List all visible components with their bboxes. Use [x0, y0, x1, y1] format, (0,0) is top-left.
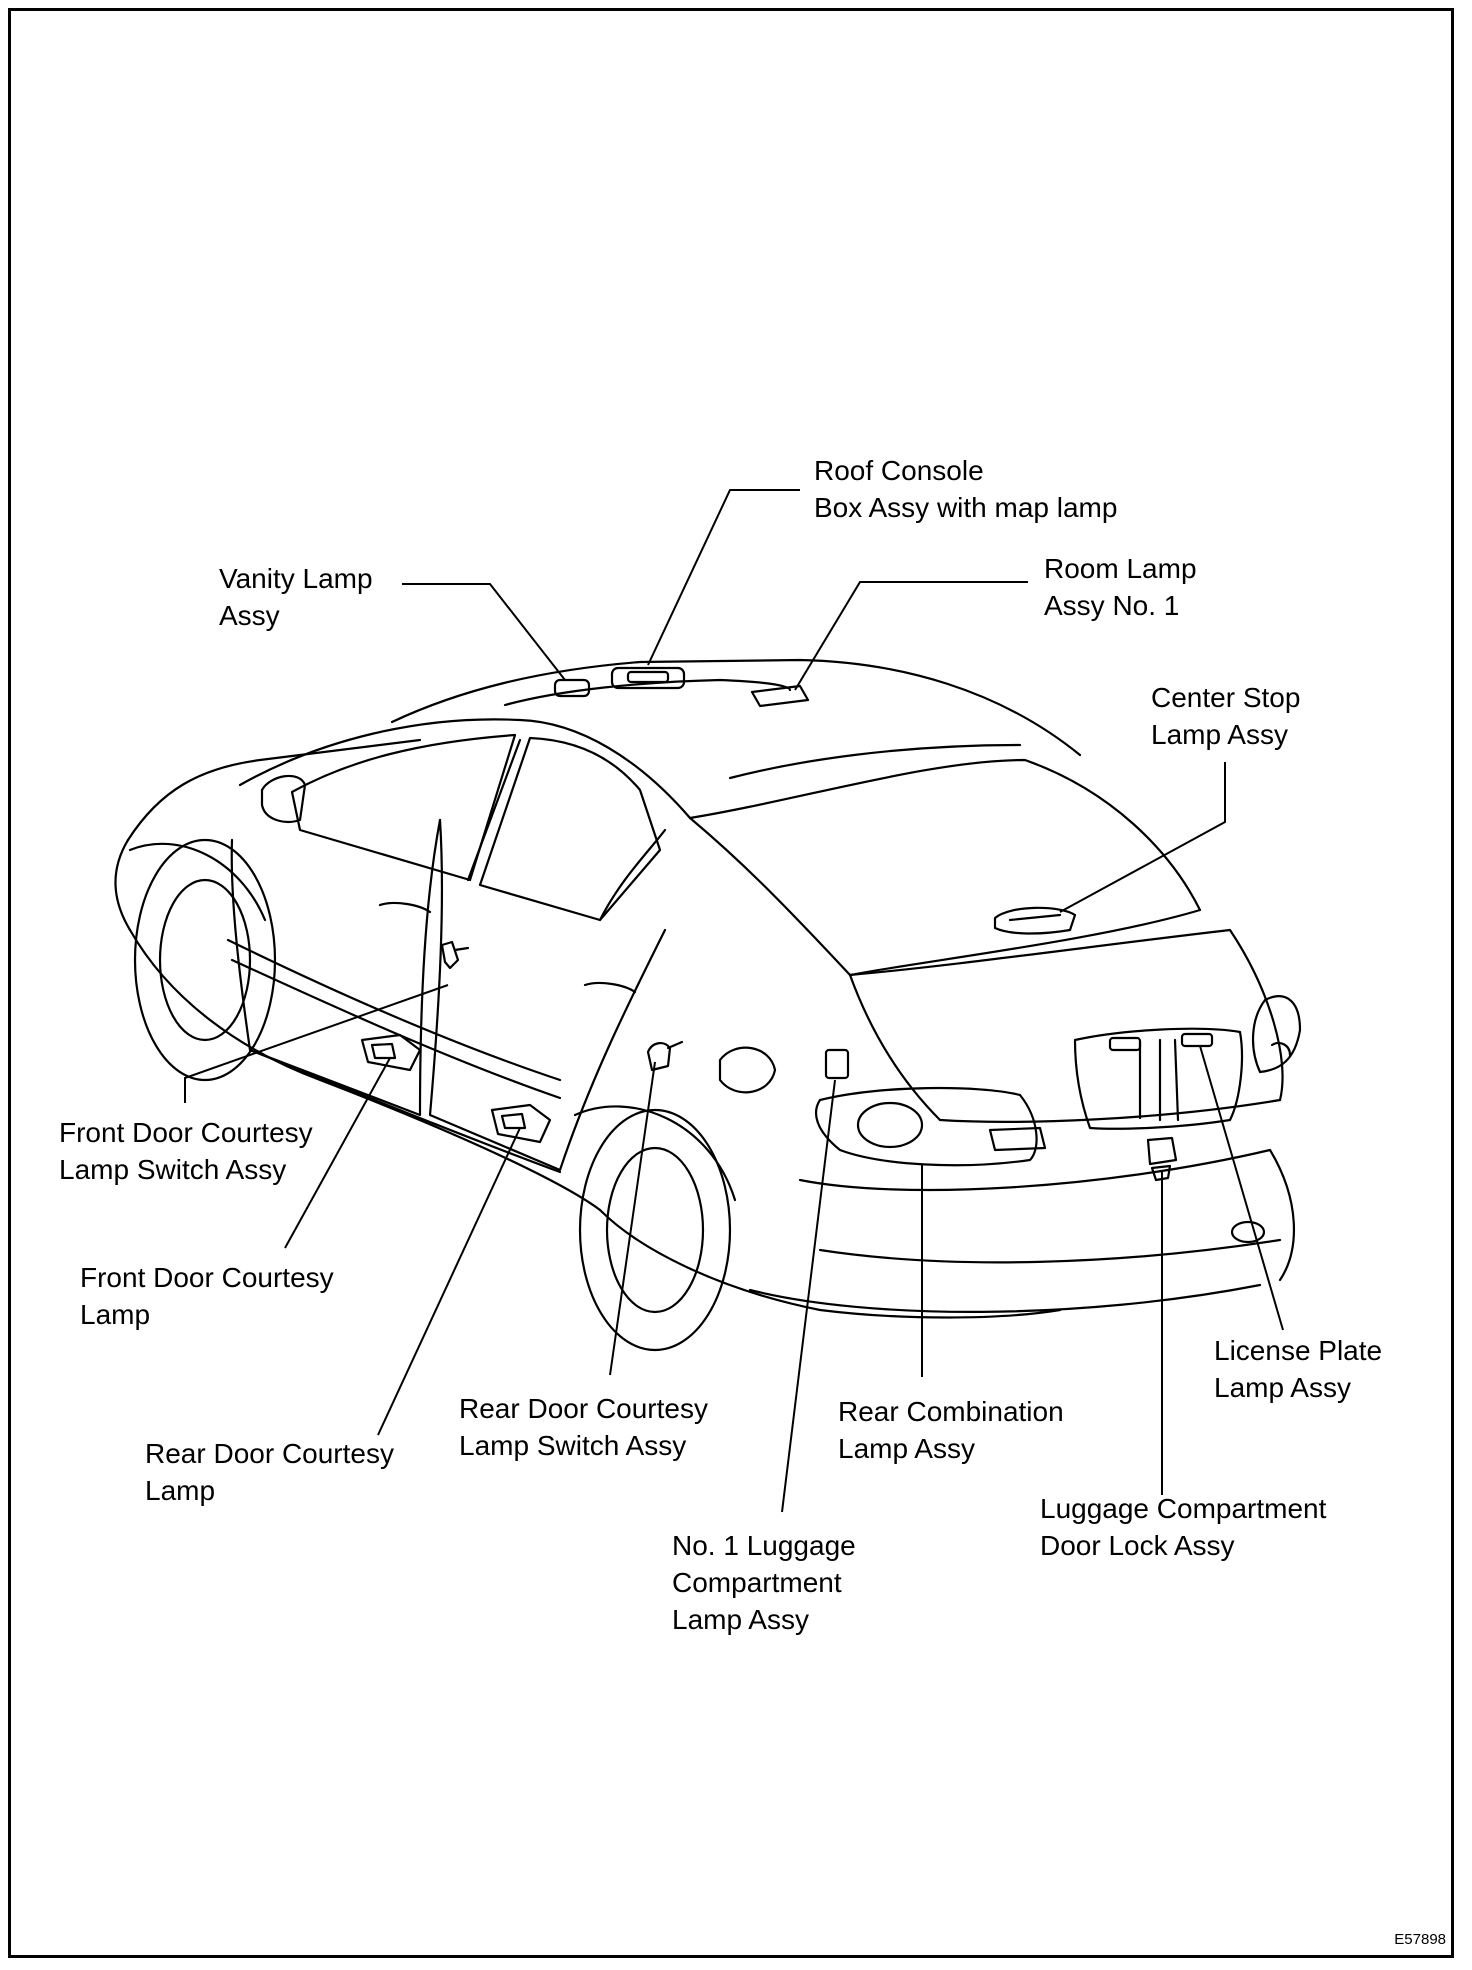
leader-lines	[184, 489, 1284, 1513]
label-rear-combination: Rear Combination Lamp Assy	[838, 1396, 1064, 1464]
figure-frame	[8, 8, 1454, 1958]
license-plate-recess	[1073, 1027, 1244, 1130]
label-rear-door-lamp: Rear Door Courtesy Lamp	[145, 1438, 394, 1506]
rear-combination-lamp-right	[1251, 995, 1302, 1074]
rear-door-switch-part	[646, 1042, 672, 1072]
front-door	[230, 818, 442, 1117]
rear-window	[688, 758, 1202, 977]
rear-bumper	[798, 1148, 1296, 1282]
rear-combination-lamp-left	[814, 1086, 1038, 1167]
room-lamp-part	[750, 684, 810, 708]
leader-vanity-lamp	[402, 583, 566, 681]
front-door-switch-part	[440, 940, 460, 970]
label-center-stop: Center Stop Lamp Assy	[1151, 682, 1301, 750]
leader-roof-console	[647, 489, 800, 666]
rear-wheel	[578, 1108, 732, 1352]
front-door-courtesy-lamp-part	[360, 1033, 422, 1072]
rear-door-courtesy-lamp-part	[490, 1103, 552, 1144]
luggage-lock-part	[1146, 1136, 1178, 1166]
side-mirror	[260, 774, 307, 823]
luggage-lamp-part	[824, 1048, 850, 1080]
roof-console-part	[610, 666, 686, 690]
leader-center-stop	[1059, 762, 1226, 913]
leader-front-door-lamp	[284, 1057, 391, 1249]
label-rear-door-switch: Rear Door Courtesy Lamp Switch Assy	[459, 1393, 708, 1461]
label-vanity-lamp: Vanity Lamp Assy	[219, 563, 373, 631]
leader-license-plate	[1199, 1045, 1284, 1331]
leader-luggage-lamp	[781, 1079, 836, 1513]
leader-rear-door-switch	[609, 1061, 656, 1376]
figure-code: E57898	[1394, 1931, 1446, 1948]
label-luggage-lamp: No. 1 Luggage Compartment Lamp Assy	[672, 1530, 856, 1635]
front-wheel	[133, 838, 277, 1082]
roof-panel	[503, 678, 792, 707]
roof-outline	[390, 658, 1082, 757]
rear-door	[428, 818, 667, 1172]
label-luggage-lock: Luggage Compartment Door Lock Assy	[1040, 1493, 1327, 1561]
label-license-plate: License Plate Lamp Assy	[1214, 1335, 1383, 1403]
trunk-lid	[848, 928, 1284, 1102]
leader-front-door-switch	[184, 984, 449, 1103]
center-stop-lamp-part	[993, 906, 1077, 935]
rear-door-window	[478, 736, 662, 922]
leader-room-lamp	[794, 581, 1028, 691]
label-roof-console: Roof Console Box Assy with map lamp	[814, 455, 1118, 523]
label-front-door-lamp: Front Door Courtesy Lamp	[80, 1262, 334, 1330]
vanity-lamp-part	[553, 678, 591, 698]
front-window	[290, 733, 517, 882]
label-room-lamp: Room Lamp Assy No. 1	[1044, 553, 1197, 621]
label-front-door-switch: Front Door Courtesy Lamp Switch Assy	[59, 1117, 313, 1185]
body-side	[238, 718, 692, 820]
license-plate-lamp-part	[1108, 1036, 1142, 1052]
leader-rear-door-lamp	[377, 1127, 521, 1436]
